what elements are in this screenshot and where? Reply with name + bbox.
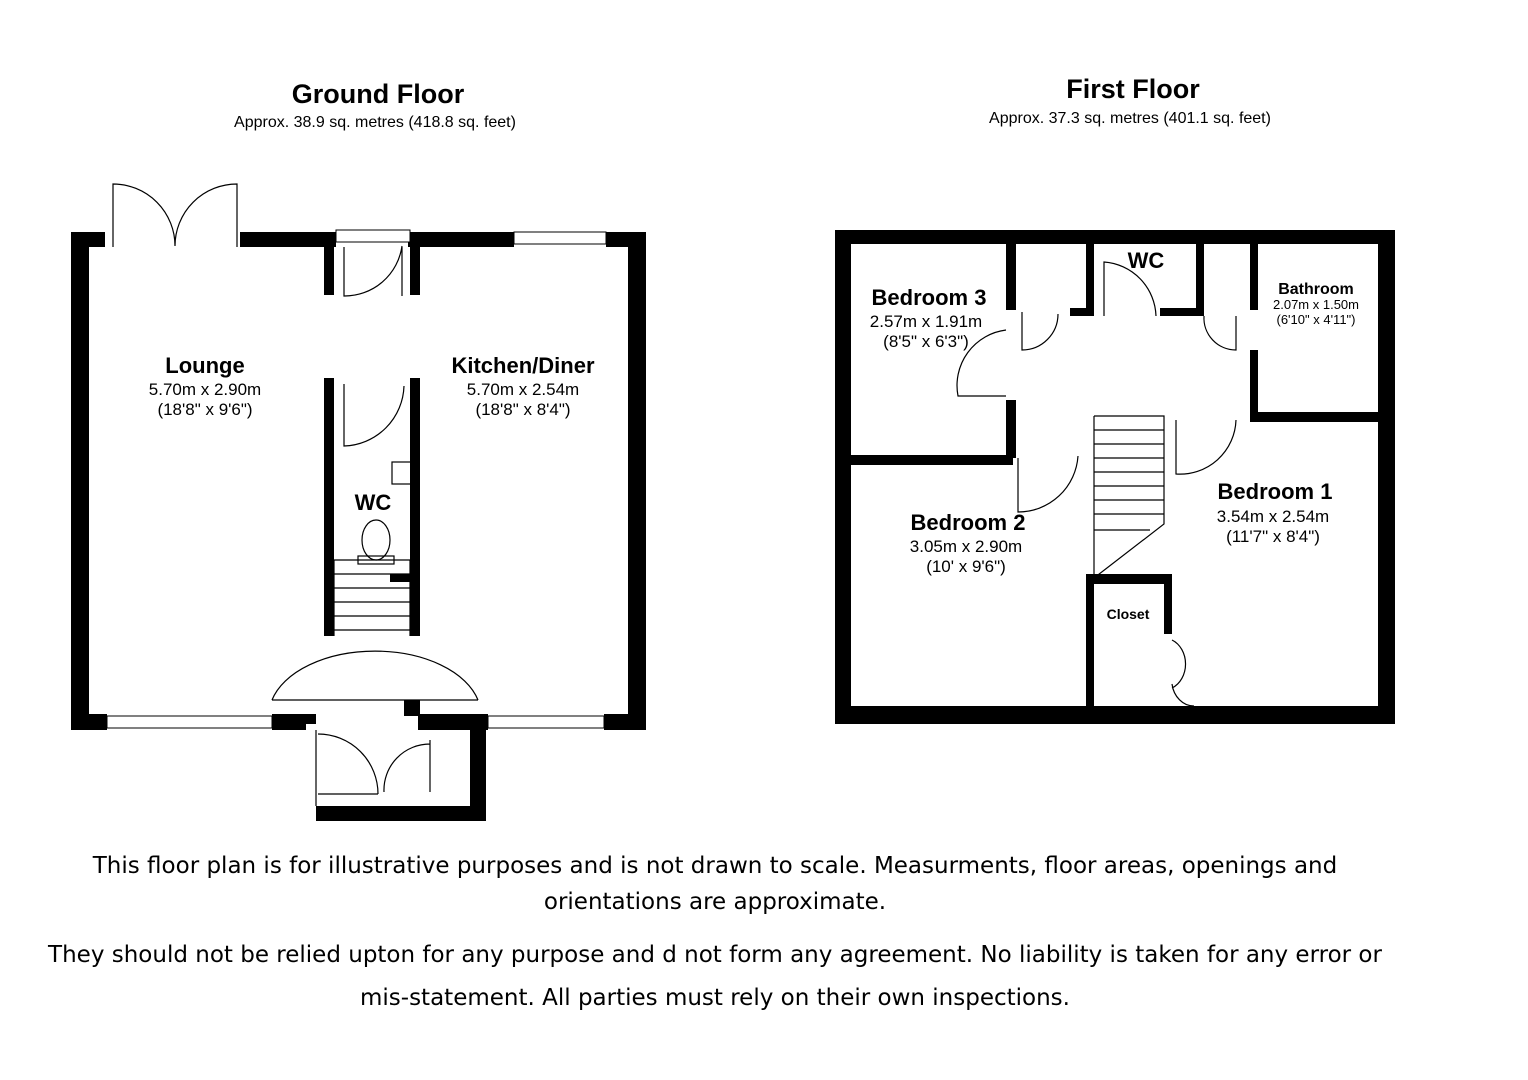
bathroom-label: Bathroom bbox=[1278, 281, 1354, 298]
disclaimer-paragraph-1: This floor plan is for illustrative purp… bbox=[40, 848, 1390, 920]
ground-wc-label: WC bbox=[355, 490, 392, 515]
bedroom1-imperial: (11'7" x 8'4") bbox=[1226, 527, 1320, 546]
room-bedroom-1: Bedroom 1 3.54m x 2.54m (11'7" x 8'4") bbox=[1217, 479, 1333, 546]
room-bathroom: Bathroom 2.07m x 1.50m (6'10" x 4'11") bbox=[1273, 281, 1359, 327]
first-floor: First Floor Approx. 37.3 sq. metres (401… bbox=[835, 74, 1395, 724]
ground-floor-area: Approx. 38.9 sq. metres (418.8 sq. feet) bbox=[234, 114, 516, 131]
bedroom1-metric: 3.54m x 2.54m bbox=[1217, 507, 1329, 526]
bedroom2-imperial: (10' x 9'6") bbox=[926, 557, 1006, 576]
disclaimer-line-2: orientations are approximate. bbox=[543, 889, 887, 915]
lounge-metric: 5.70m x 2.90m bbox=[149, 380, 261, 399]
bathroom-imperial: (6'10" x 4'11") bbox=[1277, 312, 1356, 327]
bedroom3-label: Bedroom 3 bbox=[872, 285, 987, 310]
room-closet: Closet bbox=[1107, 606, 1150, 622]
kitchen-imperial: (18'8" x 8'4") bbox=[475, 400, 570, 419]
room-bedroom-3: Bedroom 3 2.57m x 1.91m (8'5" x 6'3") bbox=[870, 285, 987, 351]
bathroom-metric: 2.07m x 1.50m bbox=[1273, 297, 1359, 312]
bedroom3-imperial: (8'5" x 6'3") bbox=[883, 332, 969, 351]
room-bedroom-2: Bedroom 2 3.05m x 2.90m (10' x 9'6") bbox=[910, 510, 1026, 576]
first-floor-title: First Floor bbox=[1066, 74, 1200, 104]
ground-floor-doors-windows bbox=[106, 183, 607, 806]
disclaimer-line-4: mis-statement. All parties must rely on … bbox=[360, 985, 1070, 1011]
lounge-imperial: (18'8" x 9'6") bbox=[157, 400, 252, 419]
room-first-wc: WC bbox=[1128, 248, 1165, 273]
first-wc-label: WC bbox=[1128, 248, 1165, 273]
room-lounge: Lounge 5.70m x 2.90m (18'8" x 9'6") bbox=[149, 353, 261, 419]
first-floor-doors-stairs bbox=[956, 261, 1237, 707]
disclaimer-paragraph-2: They should not be relied upton for any … bbox=[40, 934, 1390, 1020]
closet-label: Closet bbox=[1107, 606, 1150, 622]
bedroom3-metric: 2.57m x 1.91m bbox=[870, 312, 982, 331]
disclaimer-line-3: They should not be relied upton for any … bbox=[48, 942, 1382, 968]
room-ground-wc: WC bbox=[355, 490, 392, 515]
kitchen-label: Kitchen/Diner bbox=[451, 353, 594, 378]
floor-plan-drawing: Ground Floor Approx. 38.9 sq. metres (41… bbox=[71, 74, 1395, 821]
lounge-label: Lounge bbox=[165, 353, 244, 378]
bedroom1-label: Bedroom 1 bbox=[1218, 479, 1333, 504]
bedroom2-label: Bedroom 2 bbox=[911, 510, 1026, 535]
ground-floor-walls bbox=[71, 232, 646, 821]
ground-floor-title: Ground Floor bbox=[292, 79, 465, 109]
room-kitchen-diner: Kitchen/Diner 5.70m x 2.54m (18'8" x 8'4… bbox=[451, 353, 594, 419]
disclaimer-line-1: This floor plan is for illustrative purp… bbox=[92, 853, 1338, 879]
kitchen-metric: 5.70m x 2.54m bbox=[467, 380, 579, 399]
first-floor-walls bbox=[835, 230, 1395, 724]
ground-floor: Ground Floor Approx. 38.9 sq. metres (41… bbox=[71, 79, 646, 821]
first-floor-area: Approx. 37.3 sq. metres (401.1 sq. feet) bbox=[989, 110, 1271, 127]
bedroom2-metric: 3.05m x 2.90m bbox=[910, 537, 1022, 556]
